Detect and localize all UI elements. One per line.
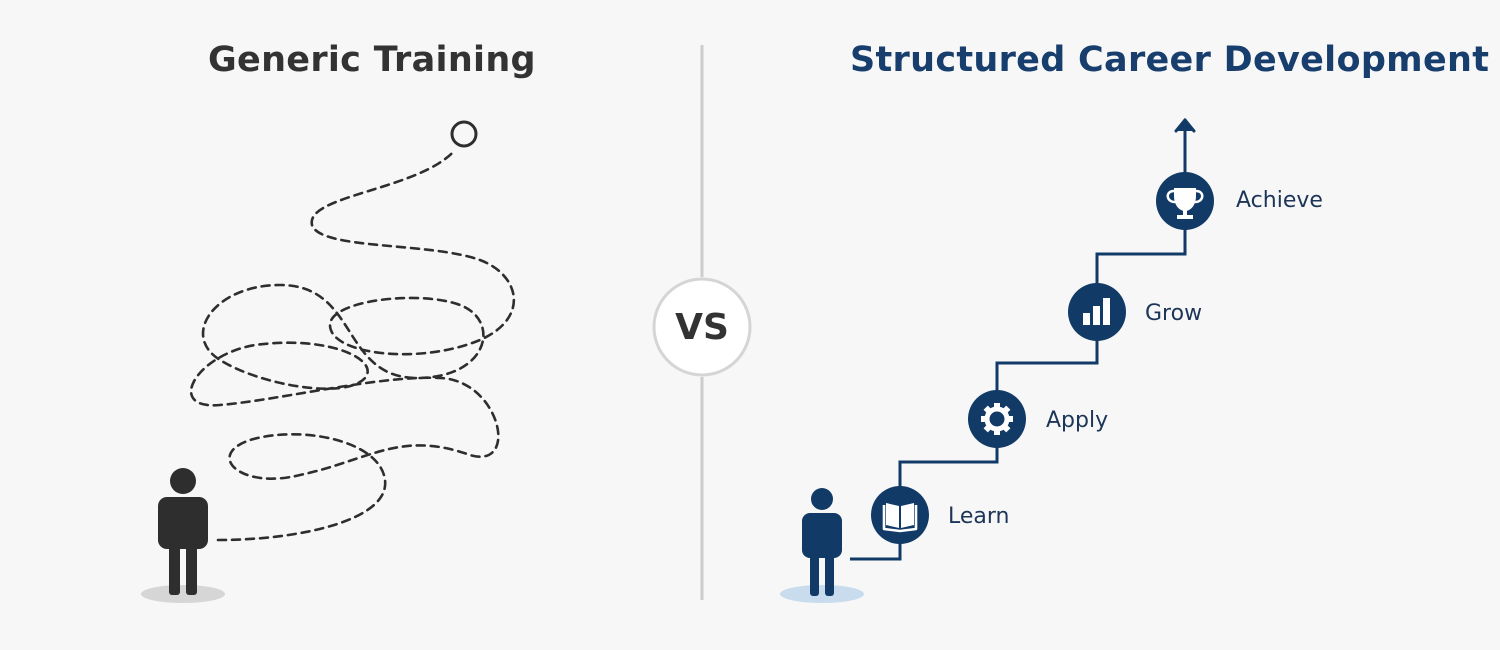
person-icon-right bbox=[802, 488, 842, 596]
trophy-icon bbox=[1166, 188, 1204, 219]
structured-career-title: Structured Career Development bbox=[850, 40, 1490, 80]
step-apply-node bbox=[968, 390, 1026, 448]
goal-circle bbox=[450, 120, 478, 148]
step-learn-node bbox=[871, 486, 929, 544]
generic-training-title: Generic Training bbox=[208, 40, 536, 80]
arrow-head-right bbox=[1183, 118, 1196, 133]
step-grow-node bbox=[1068, 283, 1126, 341]
step-label-grow: Grow bbox=[1145, 301, 1203, 326]
vs-label: VS bbox=[675, 306, 729, 348]
step-label-apply: Apply bbox=[1046, 408, 1109, 433]
gear-icon bbox=[981, 403, 1013, 435]
arrow-head-left bbox=[1174, 118, 1187, 133]
step-label-learn: Learn bbox=[948, 504, 1010, 529]
person-shadow-left bbox=[141, 585, 225, 603]
person-icon-left bbox=[158, 468, 208, 595]
bar-chart-icon bbox=[1083, 298, 1110, 325]
tangled-path bbox=[189, 148, 516, 542]
vs-circle bbox=[652, 277, 752, 377]
step-achieve-node bbox=[1156, 172, 1214, 230]
person-shadow-right bbox=[780, 585, 864, 603]
step-label-achieve: Achieve bbox=[1236, 188, 1323, 213]
book-icon bbox=[882, 503, 918, 533]
